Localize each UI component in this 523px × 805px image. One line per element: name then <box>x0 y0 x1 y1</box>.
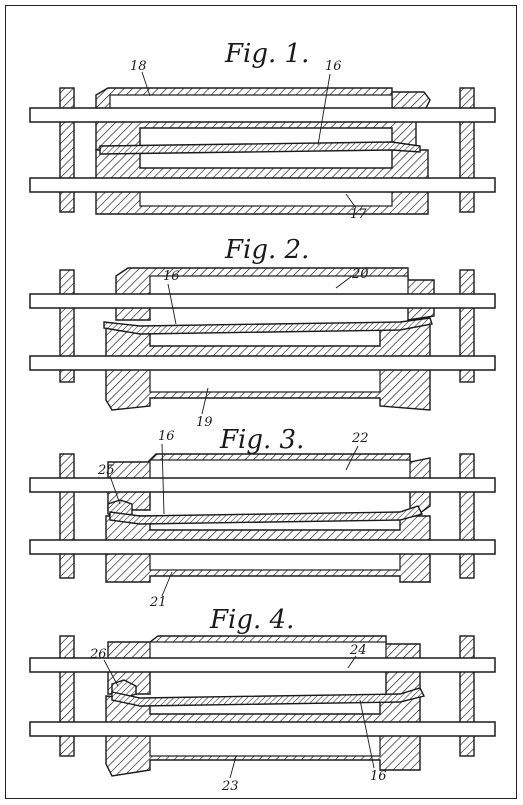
figure-4-title: Fig. 4. <box>209 605 294 635</box>
lower-rod <box>29 355 496 371</box>
leader-plate <box>161 443 165 515</box>
figure-1-title: Fig. 1. <box>224 39 309 69</box>
leader-upper <box>335 275 353 289</box>
ref-label-plate: 16 <box>163 269 180 284</box>
ref-label-plate: 16 <box>325 59 342 74</box>
leader-upper <box>345 445 359 471</box>
plate <box>103 317 433 335</box>
lower-rod <box>29 539 496 555</box>
plate <box>99 141 421 155</box>
leader-upper <box>141 71 151 97</box>
lower-rod <box>29 177 496 193</box>
ref-label-lower: 19 <box>196 415 213 430</box>
ref-label-plate: 16 <box>158 429 175 444</box>
ref-label-detail: 25 <box>97 463 115 478</box>
plate <box>111 687 426 707</box>
end-block-right <box>459 87 475 213</box>
leader-lower <box>201 387 209 415</box>
upper-rod <box>29 107 496 123</box>
leader-lower <box>161 571 173 597</box>
leader-plate <box>317 73 331 146</box>
figure-3: Fig. 3. 25 16 22 21 <box>29 425 496 610</box>
ref-label-lower: 17 <box>350 207 367 222</box>
ref-label-lower: 21 <box>149 595 167 610</box>
ref-label-upper: 18 <box>130 59 147 74</box>
figure-2-title: Fig. 2. <box>224 235 309 265</box>
upper-rod <box>29 293 496 309</box>
leader-plate <box>167 283 177 325</box>
leader-detail <box>109 475 121 505</box>
figure-4: Fig. 4. 26 24 23 16 <box>29 605 496 794</box>
leader-plate <box>359 699 375 769</box>
ref-label-upper: 22 <box>351 431 369 446</box>
figure-1: Fig. 1. 18 16 17 <box>29 39 496 222</box>
upper-rod <box>29 477 496 493</box>
sheet-border <box>5 5 517 799</box>
ref-label-detail: 26 <box>89 647 107 662</box>
ref-label-lower: 23 <box>221 779 239 794</box>
end-block-right <box>459 635 475 757</box>
plate <box>109 505 424 525</box>
figure-2: Fig. 2. 16 20 19 <box>29 235 496 430</box>
figure-3-title: Fig. 3. <box>219 425 304 455</box>
leader-lower <box>345 193 357 209</box>
lower-rod <box>29 721 496 737</box>
leader-detail <box>103 659 119 687</box>
end-block-left <box>59 635 75 757</box>
ref-label-upper: 24 <box>349 643 367 658</box>
ref-label-plate: 16 <box>370 769 387 784</box>
end-block-left <box>59 87 75 213</box>
end-block-left <box>59 453 75 579</box>
leader-upper <box>347 655 357 669</box>
end-block-right <box>459 453 475 579</box>
upper-rod <box>29 657 496 673</box>
leader-lower <box>229 755 237 779</box>
ref-label-upper: 20 <box>351 267 369 282</box>
